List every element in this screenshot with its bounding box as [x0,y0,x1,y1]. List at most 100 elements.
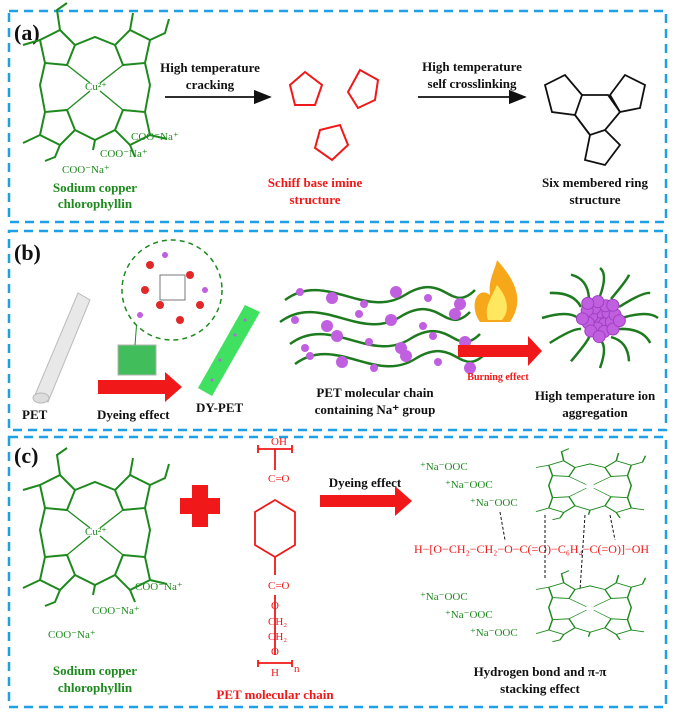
polymer-chain [549,291,583,308]
chlorophyllin-structure-c: Cu²⁺ [22,447,170,607]
coo-na-3: COO⁻Na⁺ [62,164,110,176]
coo-na-c1: COO⁻Na⁺ [135,581,183,593]
arrow2-label-1: High temperature [422,59,522,74]
flame-icon [474,260,518,322]
na-ion [355,310,363,318]
chain-label-1: PET molecular chain [316,385,434,400]
pet-molecular-chains [279,285,486,374]
na-ion [612,314,626,328]
na-ion [592,330,606,344]
polymer-chain [610,335,631,362]
six-ring-label-2: structure [569,192,620,207]
coo-na-c2: COO⁻Na⁺ [92,605,140,617]
chlorophyllin-c-label-1: Sodium copper [53,663,137,678]
polymer-chain [598,339,606,369]
schiff-label-2: structure [289,192,340,207]
svg-text:O: O [271,600,279,612]
polymer-chain [621,312,659,320]
polymer-chain [618,291,651,309]
chlorophyllin-structure-a: Cu²⁺ [22,2,170,162]
polymer-chain [610,274,631,300]
stacked-complex: ⁺Na⁻OOC ⁺Na⁻OOC ⁺Na⁻OOC ⁺Na⁻OOC ⁺Na⁻OOC … [414,447,649,643]
panel-b-border [7,229,668,432]
ion-aggregation [541,267,659,369]
svg-text:CH₂: CH₂ [268,616,287,628]
panel-c-border [7,435,668,709]
polymer-chain [294,349,486,368]
svg-text:CH₂: CH₂ [268,631,287,643]
svg-text:Cu²⁺: Cu²⁺ [85,81,107,93]
na-ion [575,312,589,326]
na-ion [385,314,397,326]
dyeing-c-label: Dyeing effect [329,475,402,490]
dy-pet-label: DY-PET [196,400,244,415]
na-ion [449,308,461,320]
result-label-1: Hydrogen bond and π-π [474,664,607,679]
na-ion [331,330,343,342]
coo-na-c3: COO⁻Na⁺ [48,629,96,641]
dyeing-label: Dyeing effect [97,407,170,422]
burning-label: Burning effect [467,372,529,383]
na-ion [291,316,299,324]
pet-structure: OH C=O C=O O CH₂ CH₂ O H n [254,436,300,679]
na-ion [419,322,427,330]
svg-text:⁺Na⁻OOC: ⁺Na⁻OOC [445,479,493,491]
svg-text:⁺Na⁻OOC: ⁺Na⁻OOC [470,497,518,509]
polymer-chain [570,336,591,363]
plus-icon [180,485,220,527]
svg-text:O: O [271,646,279,658]
schiff-label-1: Schiff base imine [268,175,363,190]
chlorophyllin-label-2: chlorophyllin [58,196,133,211]
polymer-chain [541,312,579,320]
chlorophyllin-c-label-2: chlorophyllin [58,680,133,695]
chlorophyllin-label-1: Sodium copper [53,180,137,195]
na-ion [464,362,476,374]
svg-text:⁺Na⁻OOC: ⁺Na⁻OOC [445,609,493,621]
na-ion [434,358,442,366]
svg-text:n: n [294,663,300,675]
pet-chain-label: PET molecular chain [216,687,334,702]
na-ion [606,298,620,312]
pet-fiber-rod [32,292,91,404]
na-ion [306,352,314,360]
six-ring-label-1: Six membered ring [542,175,648,190]
polymer-chain [284,285,476,304]
coo-na-1: COO⁻Na⁺ [131,131,179,143]
arrow2-label-2: self crosslinking [428,76,517,91]
na-ion [296,288,304,296]
arrow1-label-1: High temperature [160,60,260,75]
na-ion [424,294,432,302]
polymer-chain [289,329,481,348]
na-ion [390,286,402,298]
na-ion [454,298,466,310]
svg-text:⁺Na⁻OOC: ⁺Na⁻OOC [420,591,468,603]
dye-molecule-detail [137,252,208,324]
dyeing-c-arrow [320,486,412,516]
coo-na-2: COO⁻Na⁺ [100,148,148,160]
na-ion [370,364,378,372]
svg-text:C=O: C=O [268,580,290,592]
dy-pet-fiber-rod [198,305,260,396]
pet-label: PET [22,407,48,422]
na-ion [326,292,338,304]
na-ion [360,300,368,308]
panel-c-label: (c) [14,443,38,468]
na-ion [581,296,595,310]
na-ion [336,356,348,368]
na-ion [301,344,309,352]
na-ion [321,320,333,332]
dyeing-arrow [98,372,182,402]
polymer-chain [279,307,471,326]
six-membered-ring-structure [543,73,647,167]
na-ion [429,332,437,340]
svg-text:⁺Na⁻OOC: ⁺Na⁻OOC [470,627,518,639]
polymer-chain [570,273,591,300]
chain-label-2: containing Na⁺ group [315,402,436,417]
schiff-base-structures [288,68,380,162]
polymer-chain [619,327,652,344]
result-label-2: stacking effect [500,681,580,696]
svg-text:C=O: C=O [268,473,290,485]
panel-b-label: (b) [14,240,41,265]
svg-text:OH: OH [271,436,287,448]
aggregation-label-1: High temperature ion [535,388,656,403]
